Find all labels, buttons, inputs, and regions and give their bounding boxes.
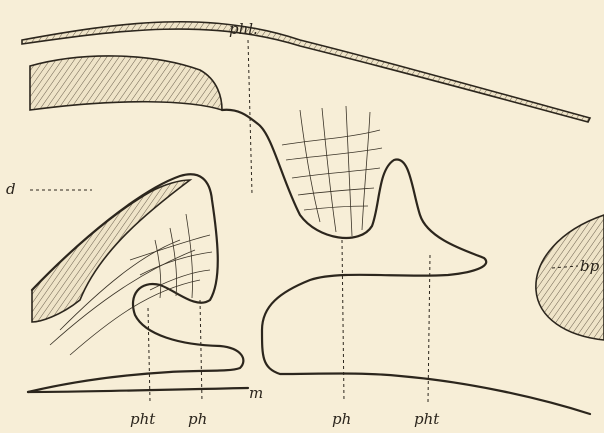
left-hatched-layer (32, 180, 190, 322)
label-m: m (249, 384, 263, 402)
label-pht-left: pht (130, 410, 156, 428)
upper-hatched-layer (30, 56, 222, 110)
label-ph-right: ph (332, 410, 351, 428)
label-d: d (6, 180, 16, 198)
label-ph-left: ph (188, 410, 207, 428)
right-hatched-body (536, 215, 604, 340)
label-phl: phl. (229, 20, 258, 38)
upper-contour (222, 110, 590, 414)
middle-pocket-fibres (282, 106, 382, 236)
lower-left-contour (28, 388, 248, 392)
label-bp: bp (580, 257, 600, 275)
label-pht-right: pht (414, 410, 440, 428)
